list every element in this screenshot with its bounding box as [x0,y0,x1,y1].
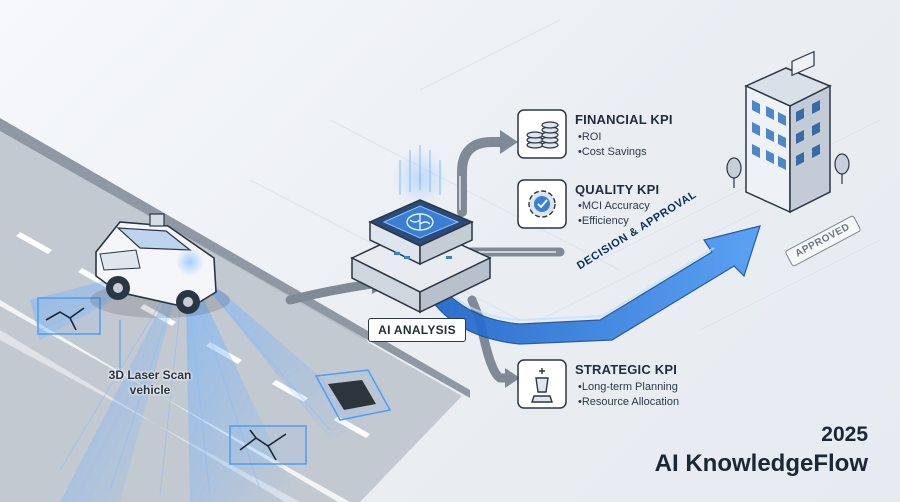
quality-kpi-item: MCI Accuracy [578,200,650,212]
scan-vehicle-label-line2: vehicle [129,383,171,397]
crack-detection-box-2 [229,425,307,465]
strategic-kpi-item: Resource Allocation [578,396,679,408]
ai-analysis-label: AI ANALYSIS [368,318,466,342]
scan-vehicle [90,213,230,318]
laser-scan-beams [30,260,370,502]
footer-year: 2025 [821,423,868,446]
scan-vehicle-label-line1: 3D Laser Scan [108,368,192,382]
brain-icon [406,213,434,231]
footer-title: AI KnowledgeFlow [654,450,868,477]
gear-check-icon [517,179,567,229]
scan-vehicle-label: 3D Laser Scan vehicle [100,368,200,398]
financial-kpi-title: FINANCIAL KPI [575,112,673,127]
strategic-kpi-item: Long-term Planning [578,381,678,393]
pothole-detection-box [314,369,392,421]
financial-kpi-item: Cost Savings [578,146,647,158]
chess-king-icon [517,359,567,409]
crack-detection-box-1 [37,297,101,335]
strategic-kpi-title: STRATEGIC KPI [575,362,678,377]
financial-kpi-item: ROI [578,131,602,143]
decision-approval-arrow [429,225,761,345]
office-building-icon [726,50,850,214]
quality-kpi-title: QUALITY KPI [575,182,660,197]
ai-processor-unit [350,145,492,314]
coins-stack-icon [517,109,567,159]
quality-kpi-item: Efficiency [578,215,629,227]
